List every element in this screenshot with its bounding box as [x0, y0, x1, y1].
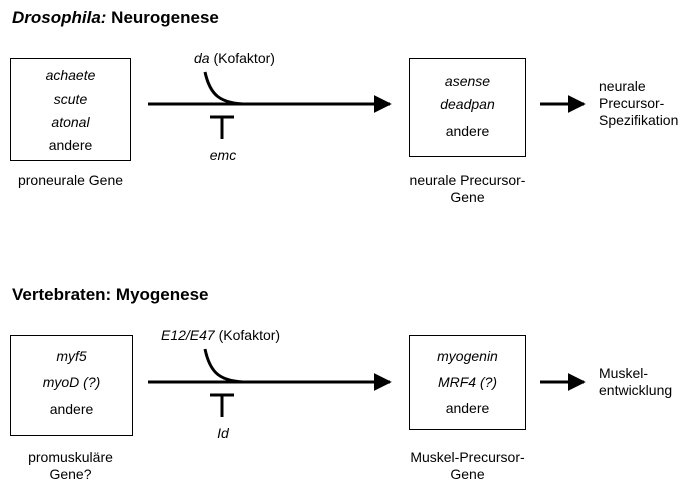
label-line: Muskel-Precursor-: [410, 449, 525, 465]
label-line: Gene?: [49, 466, 92, 482]
gene-name: andere: [445, 123, 490, 139]
cofactor-suffix: (Kofaktor): [209, 50, 275, 66]
cofactor-suffix: (Kofaktor): [214, 327, 281, 343]
gene-name: MRF4 (?): [437, 374, 498, 390]
promuscular-genes-box: myf5 myoD (?) andere: [10, 335, 133, 436]
gene-name: myoD (?): [42, 374, 101, 390]
section-title-myogenesis: Vertebraten: Myogenese: [12, 285, 209, 305]
title-text: Vertebraten: Myogenese: [12, 285, 209, 304]
label-line: neurale Precursor-: [409, 172, 526, 188]
proneural-genes-box: achaete scute atonal andere: [10, 58, 131, 161]
title-italic: Drosophila:: [12, 8, 107, 27]
muscle-precursor-genes-label: Muskel-Precursor- Gene: [399, 449, 536, 483]
inhibitor-label-neurogenesis: emc: [209, 147, 237, 163]
label-line: Gene: [450, 189, 485, 205]
neural-precursor-genes-label: neurale Precursor- Gene: [399, 172, 536, 206]
gene-name: myf5: [56, 348, 87, 364]
inhibitor-label-myogenesis: Id: [217, 425, 229, 441]
outcome-neurogenesis: neurale Precursor- Spezifikation: [599, 78, 678, 129]
promuscular-genes-label: promuskuläre Gene?: [0, 449, 141, 483]
gene-name: andere: [48, 137, 93, 153]
cofactor-name: da: [194, 50, 210, 66]
gene-name: asense: [444, 73, 491, 89]
section-title-neurogenesis: Drosophila: Neurogenese: [12, 8, 219, 28]
cofactor-curve-myogenesis: [203, 348, 249, 384]
gene-name: myogenin: [437, 348, 498, 364]
gene-name: scute: [53, 91, 88, 107]
label-line: proneurale Gene: [17, 172, 124, 188]
muscle-precursor-genes-box: myogenin MRF4 (?) andere: [409, 335, 526, 430]
title-text: Neurogenese: [106, 8, 219, 27]
cofactor-curve-neurogenesis: [203, 71, 249, 106]
label-line: Spezifikation: [599, 112, 679, 128]
cofactor-name: E12/E47: [161, 327, 215, 343]
gene-name: achaete: [45, 67, 96, 83]
label-line: promuskuläre: [28, 449, 113, 465]
label-line: Precursor-: [599, 95, 665, 111]
gene-name: atonal: [51, 114, 90, 130]
outcome-myogenesis: Muskel- entwicklung: [599, 365, 672, 399]
gene-name: deadpan: [440, 96, 495, 112]
cofactor-label-neurogenesis: da (Kofaktor): [194, 50, 275, 66]
neural-precursor-genes-box: asense deadpan andere: [409, 58, 526, 157]
proneural-genes-label: proneurale Gene: [0, 172, 141, 189]
label-line: Muskel-: [599, 365, 649, 381]
label-line: Gene: [450, 466, 485, 482]
cofactor-label-myogenesis: E12/E47 (Kofaktor): [161, 327, 280, 343]
label-line: entwicklung: [599, 382, 673, 398]
gene-name: andere: [49, 401, 94, 417]
label-line: neurale: [599, 78, 646, 94]
gene-name: andere: [445, 400, 490, 416]
